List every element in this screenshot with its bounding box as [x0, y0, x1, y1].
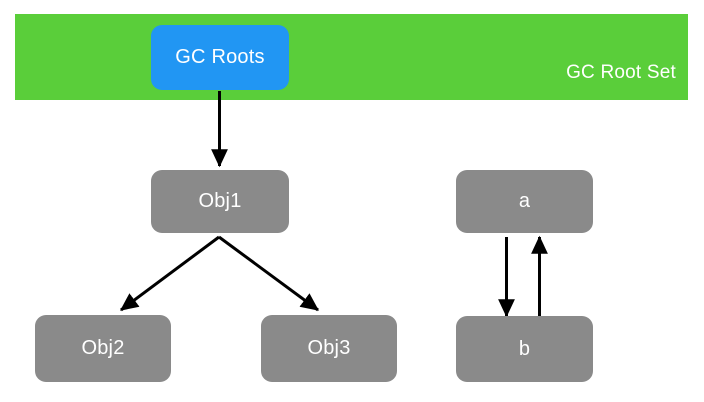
node-obj2[interactable]: Obj2: [35, 315, 171, 382]
node-obj2-label: Obj2: [81, 337, 125, 359]
node-b[interactable]: b: [456, 316, 593, 382]
edge-obj1-to-obj3: [218, 235, 319, 312]
node-a-label: a: [518, 190, 531, 212]
gc-root-set-band: [15, 14, 688, 100]
node-gc-roots-label: GC Roots: [175, 46, 265, 68]
node-gc-roots[interactable]: GC Roots: [151, 25, 289, 90]
edge-obj1-to-obj2: [120, 235, 220, 312]
node-b-label: b: [518, 337, 531, 360]
node-obj3-label: Obj3: [307, 337, 351, 359]
node-obj3[interactable]: Obj3: [261, 315, 397, 382]
node-obj1-label: Obj1: [198, 190, 242, 212]
node-a[interactable]: a: [456, 170, 593, 233]
node-obj1[interactable]: Obj1: [151, 170, 289, 233]
gc-root-set-label: GC Root Set: [566, 62, 676, 83]
